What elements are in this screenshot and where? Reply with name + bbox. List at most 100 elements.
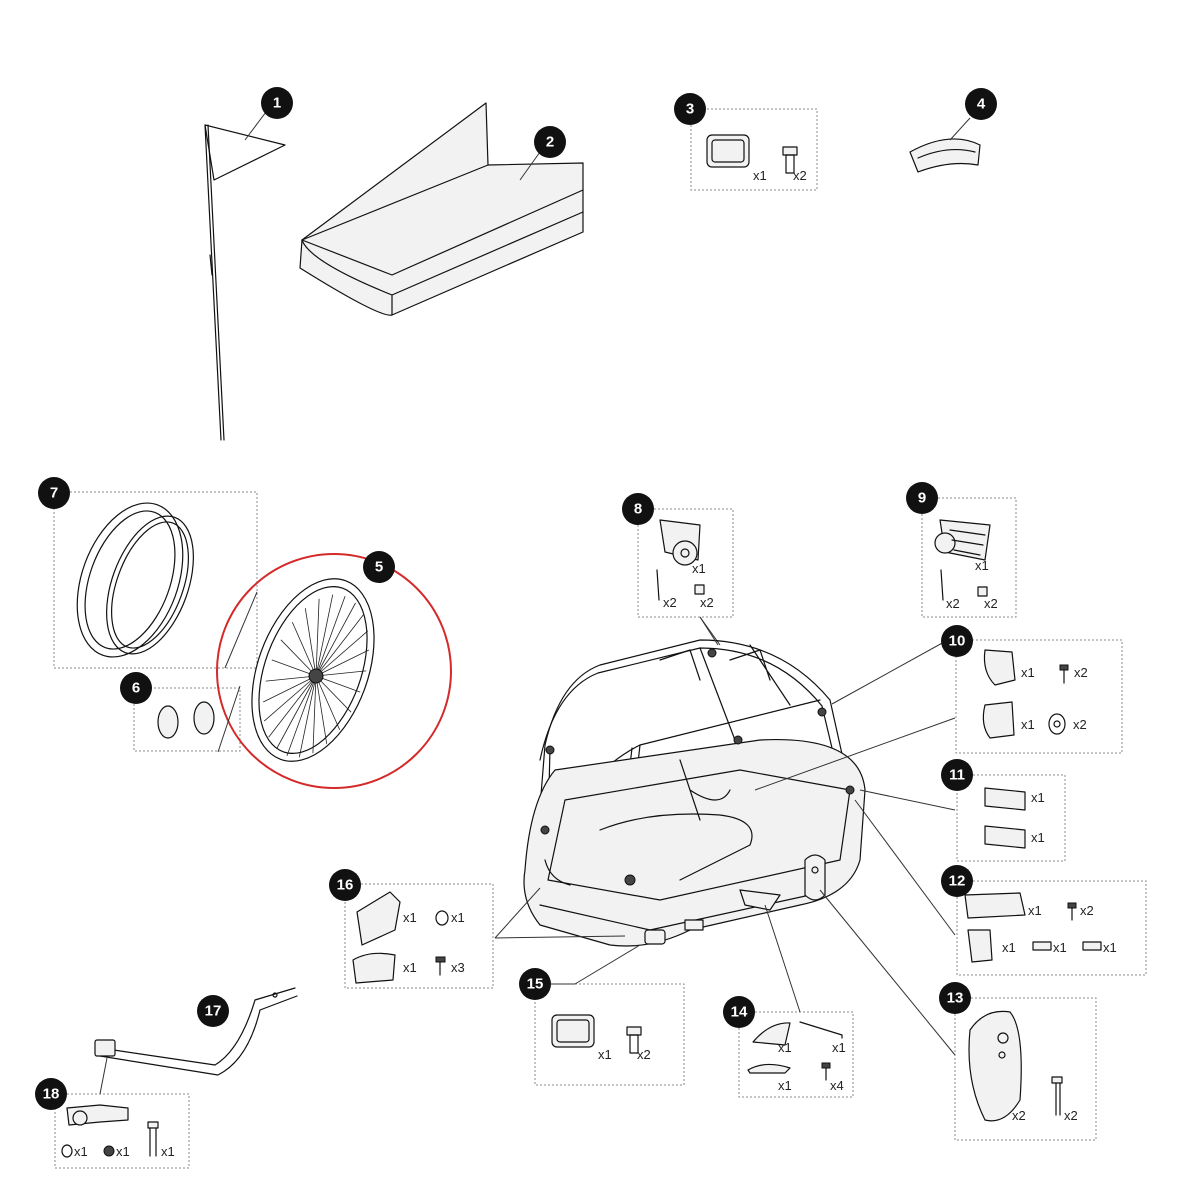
- wheel-spoke: [271, 659, 317, 677]
- part-3-reflector-qty: x1: [753, 168, 767, 183]
- part-13-wheel-cover-kit: x2 x2: [954, 997, 1097, 1141]
- wheel-spoke: [265, 675, 317, 682]
- callout-11: 11: [941, 759, 973, 791]
- svg-text:6: 6: [132, 680, 140, 697]
- part-10-hinge-a-qty: x1: [1021, 665, 1035, 680]
- callout-5: 5: [363, 551, 395, 583]
- callout-4: 4: [965, 88, 997, 120]
- part-12-cover-qty: x1: [1002, 940, 1016, 955]
- part-14-screw-qty: x4: [830, 1078, 844, 1093]
- part-16-bumper-kit: x1 x1 x1 x3: [344, 883, 494, 989]
- part-10-hinge-kit: x1 x2 x1 x2: [955, 639, 1123, 754]
- svg-text:12: 12: [949, 873, 966, 890]
- svg-text:5: 5: [375, 559, 383, 576]
- svg-text:16: 16: [337, 877, 354, 894]
- wheel-spoke: [298, 675, 317, 758]
- callout-2: 2: [534, 126, 566, 158]
- part-16-bumper-qty: x1: [403, 910, 417, 925]
- wheel-spoke: [263, 675, 317, 722]
- wheel-spoke: [315, 598, 320, 677]
- wheel-spoke: [286, 675, 317, 757]
- svg-text:10: 10: [949, 633, 966, 650]
- part-15-reflector-kit: x1 x2: [534, 983, 685, 1086]
- callout-10: 10: [941, 625, 973, 657]
- wheel-spoke: [315, 675, 328, 744]
- wheel-spoke: [315, 630, 369, 677]
- svg-text:8: 8: [634, 501, 642, 518]
- part-18-hitch-kit: x1 x1 x1: [54, 1093, 190, 1169]
- part-4-clip: [909, 138, 981, 173]
- part-14-foot-b-qty: x1: [778, 1078, 792, 1093]
- part-3-screw-qty: x2: [793, 168, 807, 183]
- svg-text:4: 4: [977, 96, 986, 113]
- part-18-washer-qty: x1: [74, 1144, 88, 1159]
- wheel-spoke: [268, 675, 317, 738]
- wheel-spoke: [280, 639, 317, 677]
- part-9-bolt-qty: x2: [946, 596, 960, 611]
- wheel-spoke: [304, 608, 317, 677]
- callout-8: 8: [622, 493, 654, 525]
- part-6-hub-caps: [133, 687, 241, 752]
- part-12-guard-kit: x1 x2 x1 x1 x1: [956, 880, 1147, 976]
- wheel-spoke: [263, 675, 317, 703]
- wheel-spoke: [315, 595, 346, 677]
- part-2-floor-tray: [299, 102, 584, 316]
- part-8-bracket-qty: x1: [692, 561, 706, 576]
- part-16-screw-qty: x3: [451, 960, 465, 975]
- svg-text:11: 11: [949, 767, 965, 784]
- svg-text:17: 17: [205, 1003, 222, 1020]
- part-7-tire-and-tube: [53, 491, 258, 669]
- part-14-stand-kit: x1 x1 x1 x4: [738, 1011, 854, 1098]
- wheel-spoke: [315, 675, 352, 713]
- part-9-latch-qty: x1: [975, 558, 989, 573]
- callout-15: 15: [519, 968, 551, 1000]
- svg-text:3: 3: [686, 101, 694, 118]
- trailer-assembly: [523, 639, 866, 947]
- part-17-tow-arm: [94, 987, 298, 1076]
- wheel-spoke: [315, 614, 364, 677]
- part-9-latch-kit: x1 x2 x2: [921, 497, 1017, 618]
- part-18-nut-qty: x1: [116, 1144, 130, 1159]
- svg-text:2: 2: [546, 134, 554, 151]
- part-3-reflector-kit: x1 x2: [690, 108, 818, 191]
- part-12-small-b-qty: x1: [1103, 940, 1117, 955]
- callout-18: 18: [35, 1078, 67, 1110]
- part-5-wheel: [251, 578, 375, 762]
- part-18-bolt-qty: x1: [161, 1144, 175, 1159]
- part-10-washer-qty: x2: [1073, 717, 1087, 732]
- wheel-spokes: [263, 594, 369, 758]
- svg-text:15: 15: [527, 976, 544, 993]
- callout-7: 7: [38, 477, 70, 509]
- callout-1: 1: [261, 87, 293, 119]
- part-10-screw-qty: x2: [1074, 665, 1088, 680]
- part-8-bolt-qty: x2: [663, 595, 677, 610]
- part-11-clip-kit: x1 x1: [956, 774, 1066, 862]
- wheel-spoke: [315, 602, 356, 677]
- part-15-reflector-qty: x1: [598, 1047, 612, 1062]
- callout-17: 17: [197, 995, 229, 1027]
- highlight-circle: [216, 553, 452, 789]
- part-16-cap-qty: x1: [403, 960, 417, 975]
- part-16-washer-qty: x1: [451, 910, 465, 925]
- part-12-small-a-qty: x1: [1053, 940, 1067, 955]
- svg-text:13: 13: [947, 990, 964, 1007]
- part-15-screw-qty: x2: [637, 1047, 651, 1062]
- part-14-key-qty: x1: [832, 1040, 846, 1055]
- part-12-screw-qty: x2: [1080, 903, 1094, 918]
- svg-text:18: 18: [43, 1086, 60, 1103]
- wheel-spoke: [315, 594, 334, 677]
- wheel-spoke: [315, 675, 341, 731]
- callout-3: 3: [674, 93, 706, 125]
- wheel-spoke: [315, 670, 367, 677]
- callout-badges: 1 2 3 4 5 6 7 8 9 10 11 12 13 14 15 16 1…: [35, 87, 997, 1110]
- part-9-nut-qty: x2: [984, 596, 998, 611]
- callout-13: 13: [939, 982, 971, 1014]
- part-13-bolt-qty: x2: [1064, 1108, 1078, 1123]
- part-11-clip-b-qty: x1: [1031, 830, 1045, 845]
- part-13-cover-qty: x2: [1012, 1108, 1026, 1123]
- leader-lines: [494, 616, 956, 1056]
- svg-text:14: 14: [731, 1004, 748, 1021]
- wheel-spoke: [312, 675, 317, 754]
- wheel-spoke: [315, 649, 369, 677]
